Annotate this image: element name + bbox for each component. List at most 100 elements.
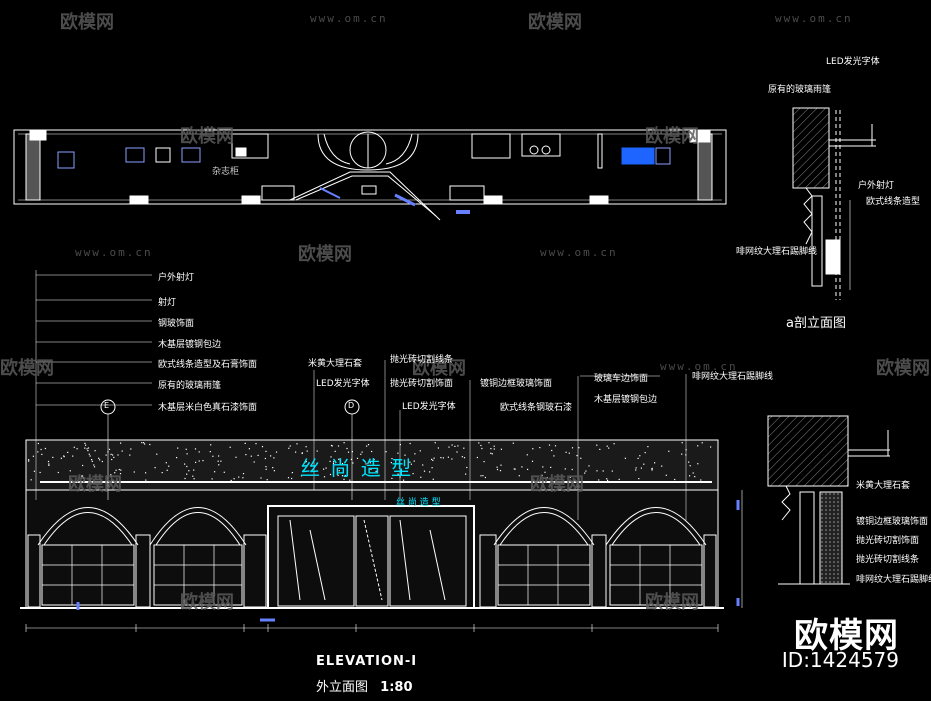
elevation-title-cn-text: 外立面图 — [316, 680, 369, 695]
speckle — [86, 448, 88, 450]
speckle — [526, 454, 528, 456]
speckle — [273, 470, 275, 472]
speckle — [91, 460, 93, 462]
speckle — [429, 471, 431, 473]
speckle — [289, 445, 291, 447]
speckle — [91, 459, 93, 461]
speckle — [332, 461, 335, 463]
storefront-sign-main: 丝 尚 造 型 — [300, 456, 414, 480]
speckle — [37, 442, 39, 445]
elevation-label: 抛光砖切割饰面 — [390, 379, 454, 389]
speckle — [346, 447, 348, 450]
speckle — [242, 473, 245, 475]
speckle — [493, 448, 495, 450]
speckle — [184, 463, 186, 465]
elevation-label: 玻璃车边饰面 — [594, 374, 649, 384]
speckle — [305, 446, 307, 448]
speckle — [569, 476, 571, 478]
speckle — [447, 456, 449, 458]
speckle — [451, 458, 453, 460]
speckle — [697, 445, 699, 447]
speckle — [192, 475, 194, 477]
speckle — [637, 457, 639, 459]
speckle — [371, 450, 373, 453]
speckle — [635, 467, 637, 469]
speckle — [260, 477, 262, 479]
speckle — [366, 445, 368, 447]
speckle — [217, 460, 219, 462]
section-a-label: LED发光字体 — [826, 57, 880, 67]
speckle — [40, 448, 42, 451]
speckle — [108, 448, 111, 450]
speckle — [118, 468, 120, 471]
speckle — [578, 447, 580, 449]
speckle — [568, 452, 570, 454]
speckle — [456, 451, 458, 453]
speckle — [367, 444, 370, 446]
speckle — [343, 442, 345, 444]
speckle — [235, 456, 237, 458]
section-a-title: a剖立面图 — [786, 316, 846, 331]
speckle — [480, 444, 482, 447]
watermark-brand: 欧模网 — [876, 358, 930, 379]
speckle — [185, 448, 187, 450]
speckle — [84, 442, 86, 444]
elevation-label: 钢玻饰面 — [158, 319, 195, 329]
speckle — [129, 454, 131, 456]
speckle — [478, 442, 480, 444]
speckle — [431, 467, 433, 469]
watermark-brand: 欧模网 — [298, 244, 352, 265]
speckle — [584, 472, 586, 474]
speckle — [491, 453, 493, 455]
section-a-label: 户外射灯 — [858, 181, 895, 191]
elevation-label: 木基层米白色真石漆饰面 — [158, 403, 258, 413]
speckle — [414, 453, 416, 455]
speckle — [177, 447, 179, 449]
speckle — [493, 445, 495, 447]
speckle — [499, 470, 502, 472]
speckle — [110, 476, 112, 478]
elevation-label: 米黄大理石套 — [308, 359, 363, 369]
speckle — [397, 473, 399, 475]
elevation-label: 镀铜边框玻璃饰面 — [480, 379, 553, 389]
speckle — [341, 475, 344, 477]
speckle — [166, 469, 168, 471]
speckle — [544, 471, 546, 473]
watermark-brand: 欧模网 — [60, 12, 114, 33]
speckle — [481, 447, 483, 450]
speckle — [513, 468, 515, 470]
speckle — [44, 447, 46, 450]
section-b-label: 抛光砖切割线条 — [856, 555, 920, 565]
speckle — [120, 442, 122, 444]
speckle — [437, 447, 439, 449]
speckle — [500, 448, 502, 450]
speckle — [76, 448, 78, 450]
speckle — [681, 453, 683, 455]
floor-plan — [13, 129, 727, 221]
speckle — [67, 451, 69, 453]
speckle — [685, 454, 687, 456]
elevation-label: 啡网纹大理石踢脚线 — [692, 372, 774, 382]
speckle — [599, 448, 601, 450]
speckle — [110, 474, 112, 476]
speckle — [397, 452, 399, 454]
speckle — [613, 443, 615, 445]
speckle — [112, 454, 114, 456]
speckle — [193, 469, 195, 471]
speckle — [434, 442, 436, 444]
speckle — [639, 455, 641, 457]
speckle — [94, 450, 96, 452]
speckle — [63, 455, 65, 457]
speckle — [440, 457, 442, 459]
speckle — [30, 479, 32, 481]
speckle — [105, 454, 107, 456]
speckle — [198, 460, 200, 462]
speckle — [419, 450, 421, 452]
speckle — [270, 455, 272, 457]
speckle — [168, 465, 170, 467]
speckle — [548, 444, 551, 446]
speckle — [149, 443, 151, 446]
speckle — [250, 455, 252, 457]
speckle — [121, 450, 123, 452]
